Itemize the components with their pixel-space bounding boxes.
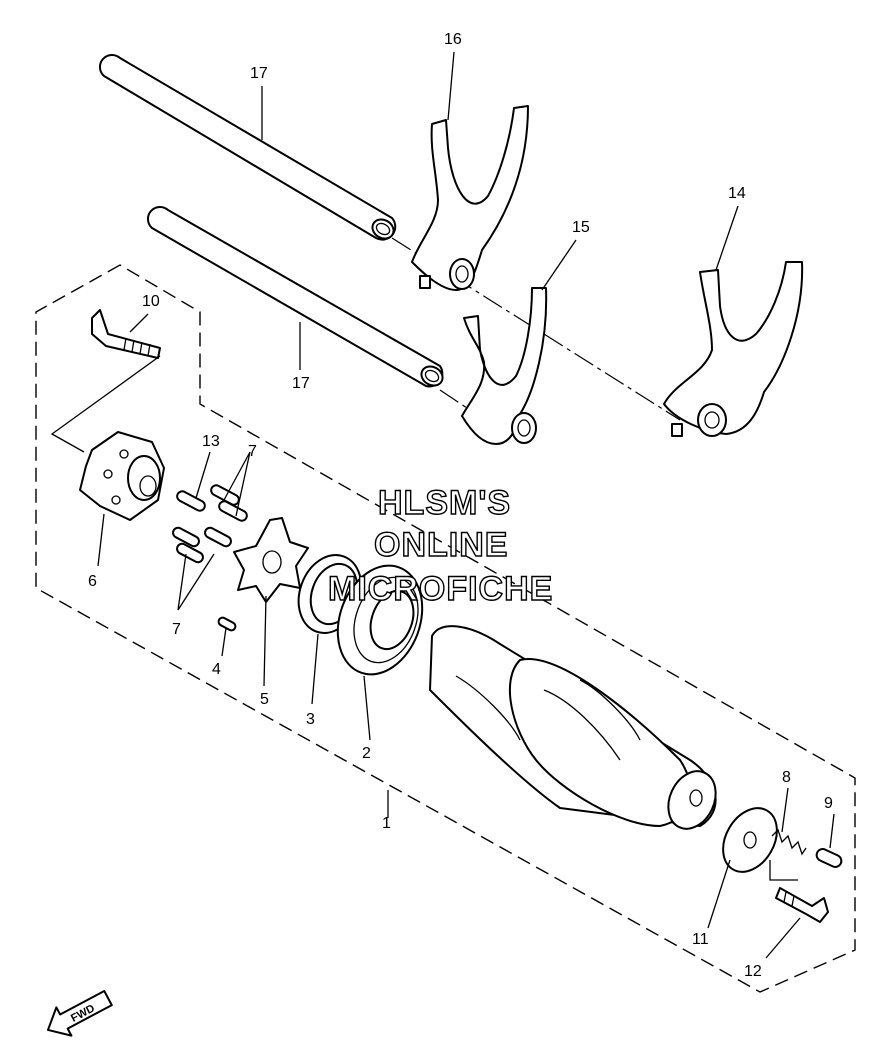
shift-fork-14 [663, 261, 804, 437]
pins-lower [172, 526, 232, 564]
assembly-boundary [35, 264, 856, 993]
shift-fork-shaft-upper [98, 53, 397, 241]
pin-4 [217, 616, 237, 632]
callout-6: 6 [88, 573, 97, 590]
spring-9 [771, 828, 807, 856]
callout-1: 1 [382, 815, 391, 832]
callout-2: 2 [362, 745, 371, 762]
callout-8: 10 [142, 293, 160, 310]
shift-fork-15 [461, 287, 548, 445]
shift-fork-shaft-lower [146, 205, 444, 388]
callout-12: 12 [744, 963, 762, 980]
callout-3: 3 [306, 711, 315, 728]
callout-14: 14 [728, 185, 746, 202]
screw-12 [775, 887, 829, 923]
callout-4: 4 [212, 661, 221, 678]
callout-13: 13 [202, 433, 220, 450]
screw-8 [91, 309, 161, 359]
leader-lines [97, 51, 835, 959]
cam-plate-5 [233, 517, 309, 603]
pin-10 [815, 848, 843, 868]
callout-17b: 17 [292, 375, 310, 392]
stopper-11 [722, 807, 778, 873]
callout-7b: 7 [172, 621, 181, 638]
shift-drum [429, 625, 717, 830]
callout-9: 8 [782, 769, 791, 786]
callout-15: 15 [572, 219, 590, 236]
watermark-line-1: HLSM'S [378, 484, 511, 522]
callout-17a: 17 [250, 65, 268, 82]
callout-10: 9 [824, 795, 833, 812]
center-line-lower [439, 389, 471, 411]
callout-11: 11 [692, 931, 709, 948]
pins-upper [176, 484, 248, 522]
leader-8-bracket [50, 355, 161, 453]
fwd-arrow-icon: FWD [46, 989, 113, 1037]
watermark-line-2: ONLINE [374, 526, 508, 564]
watermark-line-3: MICROFICHE [328, 570, 553, 608]
callout-7a: 7 [248, 443, 257, 460]
leader-12-bracket [769, 860, 798, 881]
callout-5: 5 [260, 691, 269, 708]
bearing-2 [336, 564, 424, 676]
callout-16: 16 [444, 31, 462, 48]
segment-6 [79, 431, 165, 521]
shift-fork-16 [411, 105, 529, 291]
